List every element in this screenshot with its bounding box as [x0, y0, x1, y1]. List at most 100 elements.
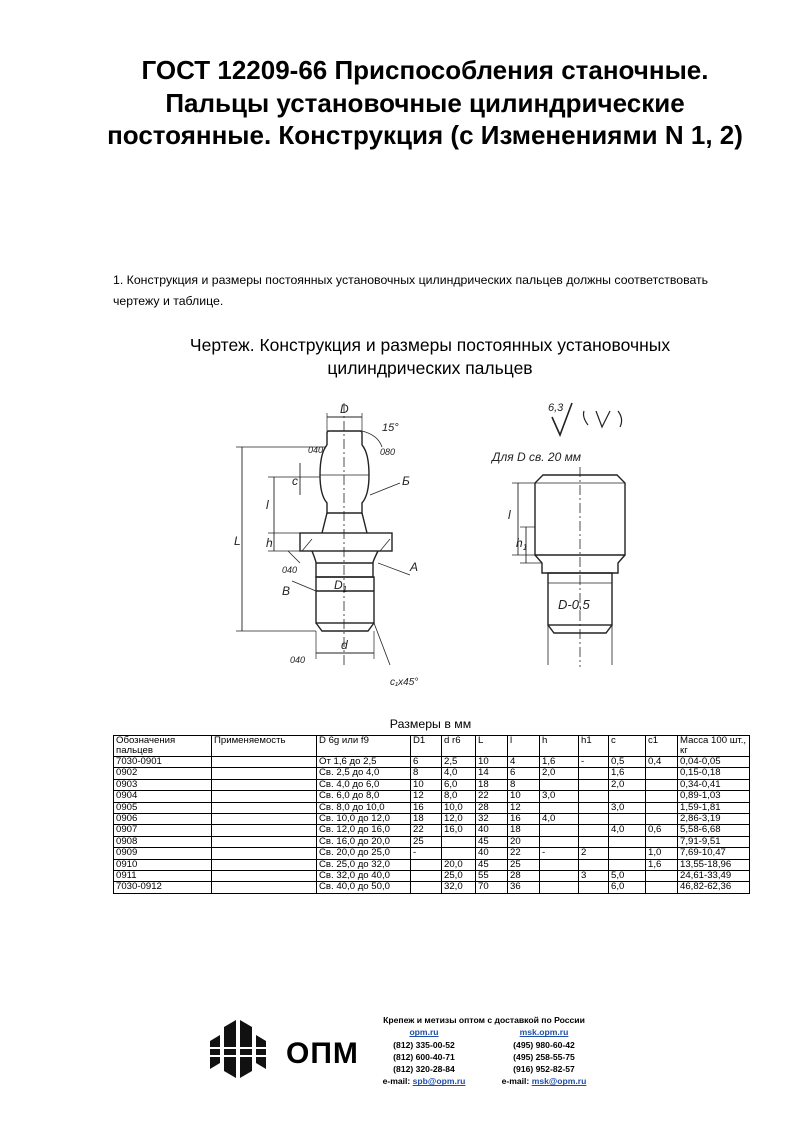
label-D05: D-0,5 [558, 597, 591, 612]
table-cell: 7030-0912 [113, 881, 212, 894]
msk-site-link[interactable]: msk.opm.ru [519, 1027, 569, 1038]
table-cell: 0911 [113, 869, 212, 883]
table-cell: 2,0 [608, 778, 646, 792]
table-cell [645, 835, 678, 849]
table-cell: 25,0 [441, 869, 476, 883]
table-cell: 6,0 [441, 778, 476, 792]
table-cell: - [539, 847, 579, 860]
table-cell: 6 [507, 767, 540, 780]
table-cell [211, 858, 317, 871]
table-cell: 22 [410, 824, 442, 837]
label-r040c: 040 [290, 655, 305, 665]
table-cell: 8 [507, 778, 540, 792]
table-cell [539, 858, 579, 871]
table-cell: 1,59-1,81 [677, 801, 750, 814]
table-cell: 0910 [113, 858, 212, 871]
table-cell: 1,0 [645, 847, 678, 860]
table-cell: 28 [475, 801, 508, 814]
table-cell: 0905 [113, 801, 212, 814]
table-cell: Св. 4,0 до 6,0 [316, 778, 411, 792]
msk-email-link[interactable]: msk@opm.ru [531, 1076, 587, 1087]
table-cell: 10 [507, 790, 540, 803]
spb-phone: (812) 600-40-71 [393, 1051, 455, 1062]
table-cell: 3 [578, 869, 609, 883]
col-header: l [507, 735, 540, 757]
table-cell: 70 [475, 881, 508, 894]
label-V: В [282, 584, 290, 598]
col-header: h1 [578, 735, 609, 757]
table-cell: 12 [410, 790, 442, 803]
table-cell: 3,0 [539, 790, 579, 803]
pin-side-view [236, 403, 411, 666]
label-r040b: 040 [282, 565, 297, 575]
table-cell [578, 824, 609, 837]
contacts-msk: msk.opm.ru (495) 980-60-42 (495) 258-55-… [488, 1026, 600, 1087]
table-cell [211, 847, 317, 860]
table-cell [441, 847, 476, 860]
table-cell [211, 812, 317, 826]
label-note: Для D св. 20 мм [490, 450, 581, 464]
table-cell: 40 [475, 847, 508, 860]
table-cell [578, 801, 609, 814]
label-L: L [234, 534, 241, 548]
col-header: D1 [410, 735, 442, 757]
table-cell: Св. 12,0 до 16,0 [316, 824, 411, 837]
table-cell: 16 [410, 801, 442, 814]
table-cell [539, 869, 579, 883]
table-cell: 0,34-0,41 [677, 778, 750, 792]
table-cell [608, 847, 646, 860]
table-cell: 13,55-18,96 [677, 858, 750, 871]
col-header: D 6g или f9 [316, 735, 411, 757]
table-cell [608, 835, 646, 849]
pin-alt-view [512, 402, 626, 667]
spb-email-label: e-mail: [382, 1076, 411, 1087]
table-cell: 0,4 [645, 755, 678, 769]
table-cell [211, 801, 317, 814]
table-cell: 16,0 [441, 824, 476, 837]
label-r040a: 040 [308, 445, 323, 455]
table-cell [539, 801, 579, 814]
opm-logo-icon [210, 1020, 266, 1078]
table-cell: - [410, 847, 442, 860]
table-cell: 46,82-62,36 [677, 881, 750, 894]
label-h1: h1 [516, 536, 527, 552]
footer-contacts: Крепеж и метизы оптом с доставкой по Рос… [368, 1014, 600, 1088]
table-cell: - [578, 755, 609, 769]
table-cell: Св. 2,5 до 4,0 [316, 767, 411, 780]
table-cell [539, 881, 579, 894]
table-cell: 12 [507, 801, 540, 814]
table-cell [578, 767, 609, 780]
table-cell [645, 801, 678, 814]
table-cell [578, 778, 609, 792]
spb-site-link[interactable]: opm.ru [409, 1027, 439, 1038]
table-cell: 0907 [113, 824, 212, 837]
opm-logo-text: ОПМ [286, 1037, 359, 1070]
spb-email-link[interactable]: spb@opm.ru [412, 1076, 466, 1087]
technical-drawing: D 15° 080 040 c l L h Б 040 В А D1 d 040… [234, 402, 626, 688]
label-chamfer: c₁x45° [390, 677, 418, 688]
table-cell: 8 [410, 767, 442, 780]
label-l: l [266, 498, 269, 512]
table-cell: 20,0 [441, 858, 476, 871]
document-title: ГОСТ 12209-66 Приспособления станочные. … [107, 55, 743, 150]
table-cell: 18 [410, 812, 442, 826]
table-cell: 18 [475, 778, 508, 792]
table-cell: 4,0 [539, 812, 579, 826]
table-cell [578, 835, 609, 849]
table-cell: 0902 [113, 767, 212, 780]
msk-phone: (495) 980-60-42 [513, 1039, 575, 1050]
table-cell: 4,0 [608, 824, 646, 837]
table-cell: 0904 [113, 790, 212, 803]
table-cell: 24,61-33,49 [677, 869, 750, 883]
label-D1: D1 [334, 578, 347, 594]
table-cell: 4,0 [441, 767, 476, 780]
table-cell [645, 778, 678, 792]
table-cell: 25 [410, 835, 442, 849]
table-cell: 0903 [113, 778, 212, 792]
table-cell [578, 858, 609, 871]
